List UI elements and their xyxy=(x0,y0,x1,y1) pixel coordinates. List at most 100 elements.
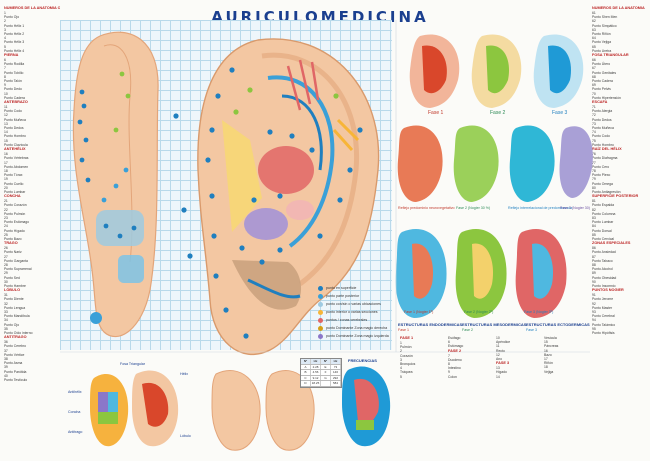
table-header-cell: Nº xyxy=(301,359,311,364)
legend-item: punto parte posterior xyxy=(318,292,396,300)
left_column-entry: 19 xyxy=(4,177,8,182)
mid_list-entry: 11 xyxy=(496,344,500,349)
right_column-heading: FOSA TRIANGULAR xyxy=(592,53,629,58)
left_column-entry: Punto Diente xyxy=(4,297,24,302)
right_column-entry: 74 xyxy=(592,130,596,135)
mid_list-entry: Estómago xyxy=(448,344,464,349)
left_column-entry: 4 xyxy=(4,36,6,41)
left_column-entry: 17 xyxy=(4,160,8,165)
ear-label-antitrago: Antitrago xyxy=(68,430,83,434)
right_column-entry: 82 xyxy=(592,207,596,212)
right_column-entry: Punto Cervical xyxy=(592,236,615,241)
right_column-entry: 87 xyxy=(592,254,596,259)
left_column-entry: Punto Dedos xyxy=(4,126,24,131)
right_column-entry: Punto Cerebral xyxy=(592,314,615,319)
left_column-entry: Punto Hambre xyxy=(4,283,26,288)
mid_list-entry: 8 xyxy=(448,362,450,367)
legend-swatch xyxy=(318,301,323,307)
right_column-entry: 68 xyxy=(592,74,596,79)
left_column-entry: 30 xyxy=(4,279,8,284)
right_column-entry: 77 xyxy=(592,160,596,165)
left_column-heading: ANTEBRAZO xyxy=(4,100,28,105)
table-cell: 18.25 xyxy=(311,381,321,386)
left_column-entry: Punto Ojo xyxy=(4,322,20,327)
right_column-entry: Punto Diafragma xyxy=(592,156,618,161)
right_column-heading: SUPERFICIE POSTERIOR xyxy=(592,194,639,199)
mid_list-heading: FASE 3 xyxy=(496,361,510,366)
left_column-entry: 18 xyxy=(4,168,8,173)
left_column-entry: Punto Lumbar xyxy=(4,189,26,194)
left_column-entry: 6 xyxy=(4,58,6,63)
left_column-entry: 8 xyxy=(4,74,6,79)
right_column-entry: 67 xyxy=(592,66,596,71)
left_column-entry: Punto Codo xyxy=(4,109,22,114)
right_column-entry: Punto Codo xyxy=(592,134,610,139)
left_column-heading: PIERNA xyxy=(4,53,19,58)
legend-label: puntos / zonas cerebrales xyxy=(326,318,368,322)
right_column-entry: Punto Genitales xyxy=(592,70,617,75)
nogier-phase-ears xyxy=(397,125,593,202)
left_column-entry: Punto Oído interno xyxy=(4,331,33,336)
right_column-entry: 81 xyxy=(592,199,596,204)
right_column-heading: RAÍZ DEL HÉLIX xyxy=(592,147,622,152)
left_column-entry: 23 xyxy=(4,215,8,220)
mid_list-entry: Apéndice xyxy=(496,340,511,345)
ear-label-lobulo: Lóbulo xyxy=(180,434,191,438)
right_column-entry: Punto Ansiedad xyxy=(592,250,616,255)
left_column-entry: Punto Vértebras xyxy=(4,156,29,161)
legend-label: punto en superficie xyxy=(326,286,357,290)
left_column-entry: 24 xyxy=(4,224,8,229)
left_column-entry: 10 xyxy=(4,91,8,96)
right_column-entry: Punto Hombro xyxy=(592,142,614,147)
right_column-entry: 62 xyxy=(592,19,596,24)
mid_list-entry: Duodeno xyxy=(448,357,462,362)
right_column-entry: 80 xyxy=(592,185,596,190)
right_column-entry: 75 xyxy=(592,138,596,143)
mid_list-entry: 14 xyxy=(496,374,500,379)
right_column-entry: 95 xyxy=(592,326,596,331)
left_column-entry: 35 xyxy=(4,326,8,331)
right_column-entry: Punto Pelvis xyxy=(592,87,611,92)
legend-item: punto en superficie xyxy=(318,284,396,292)
left_column-heading: ANTEHÉLIX xyxy=(4,147,26,152)
right_column-entry: 94 xyxy=(592,318,596,323)
left_column-entry: 40 xyxy=(4,373,8,378)
left_column-entry: 31 xyxy=(4,293,8,298)
right_column-entry: Punto Columna xyxy=(592,211,616,216)
right_column-entry: Punto Espalda xyxy=(592,203,615,208)
legend-label: punto Dominante Zona magic derecha xyxy=(326,326,388,330)
right_column-entry: Punto Hipertensión xyxy=(592,95,621,100)
left_column-entry: 21 xyxy=(4,199,8,204)
left_column-entry: Punto Abdomen xyxy=(4,164,29,169)
mid_list-entry: 7 xyxy=(448,353,450,358)
mid_list-entry: Tráquea xyxy=(400,370,413,375)
legend-item: punto Dominante Zona magic derecha xyxy=(318,324,396,332)
table-cell: 146 xyxy=(331,370,341,375)
left_column-entry: Punto Hélix 1 xyxy=(4,23,25,28)
left_column-entry: 39 xyxy=(4,365,8,370)
legend-swatch xyxy=(318,325,323,331)
left_column-entry: 1 xyxy=(4,11,6,15)
anterior-ear xyxy=(197,38,380,356)
table-cell: F xyxy=(321,370,331,375)
right_column-entry: 93 xyxy=(592,310,596,314)
left_column-entry: Punto Talón xyxy=(4,79,22,84)
left_column-heading: ANTITRAGO xyxy=(4,335,27,340)
left_column-entry: 20 xyxy=(4,185,8,190)
right_column-entry: Punto Cadera xyxy=(592,79,613,84)
right_column-entry: Punto Master xyxy=(592,305,613,310)
right_column-entry: Punto Simpático xyxy=(592,23,617,28)
right_column-entry: 78 xyxy=(592,168,596,173)
table-header-cell: Hz xyxy=(331,359,341,364)
right_column-entry: Punto Obesidad xyxy=(592,275,617,280)
structure-title-1: ESTRUCTURAS ENDODERMICAS xyxy=(398,322,463,327)
left_column-heading: TRAGO xyxy=(4,241,18,246)
phase-ears xyxy=(409,34,584,108)
table-cell: C xyxy=(301,375,311,381)
phase-label-1: Fase 1 xyxy=(428,110,444,116)
ear-label-fosa: Fosa Triangular xyxy=(120,362,145,366)
right_column-entry: Punto Dedos xyxy=(592,117,612,122)
